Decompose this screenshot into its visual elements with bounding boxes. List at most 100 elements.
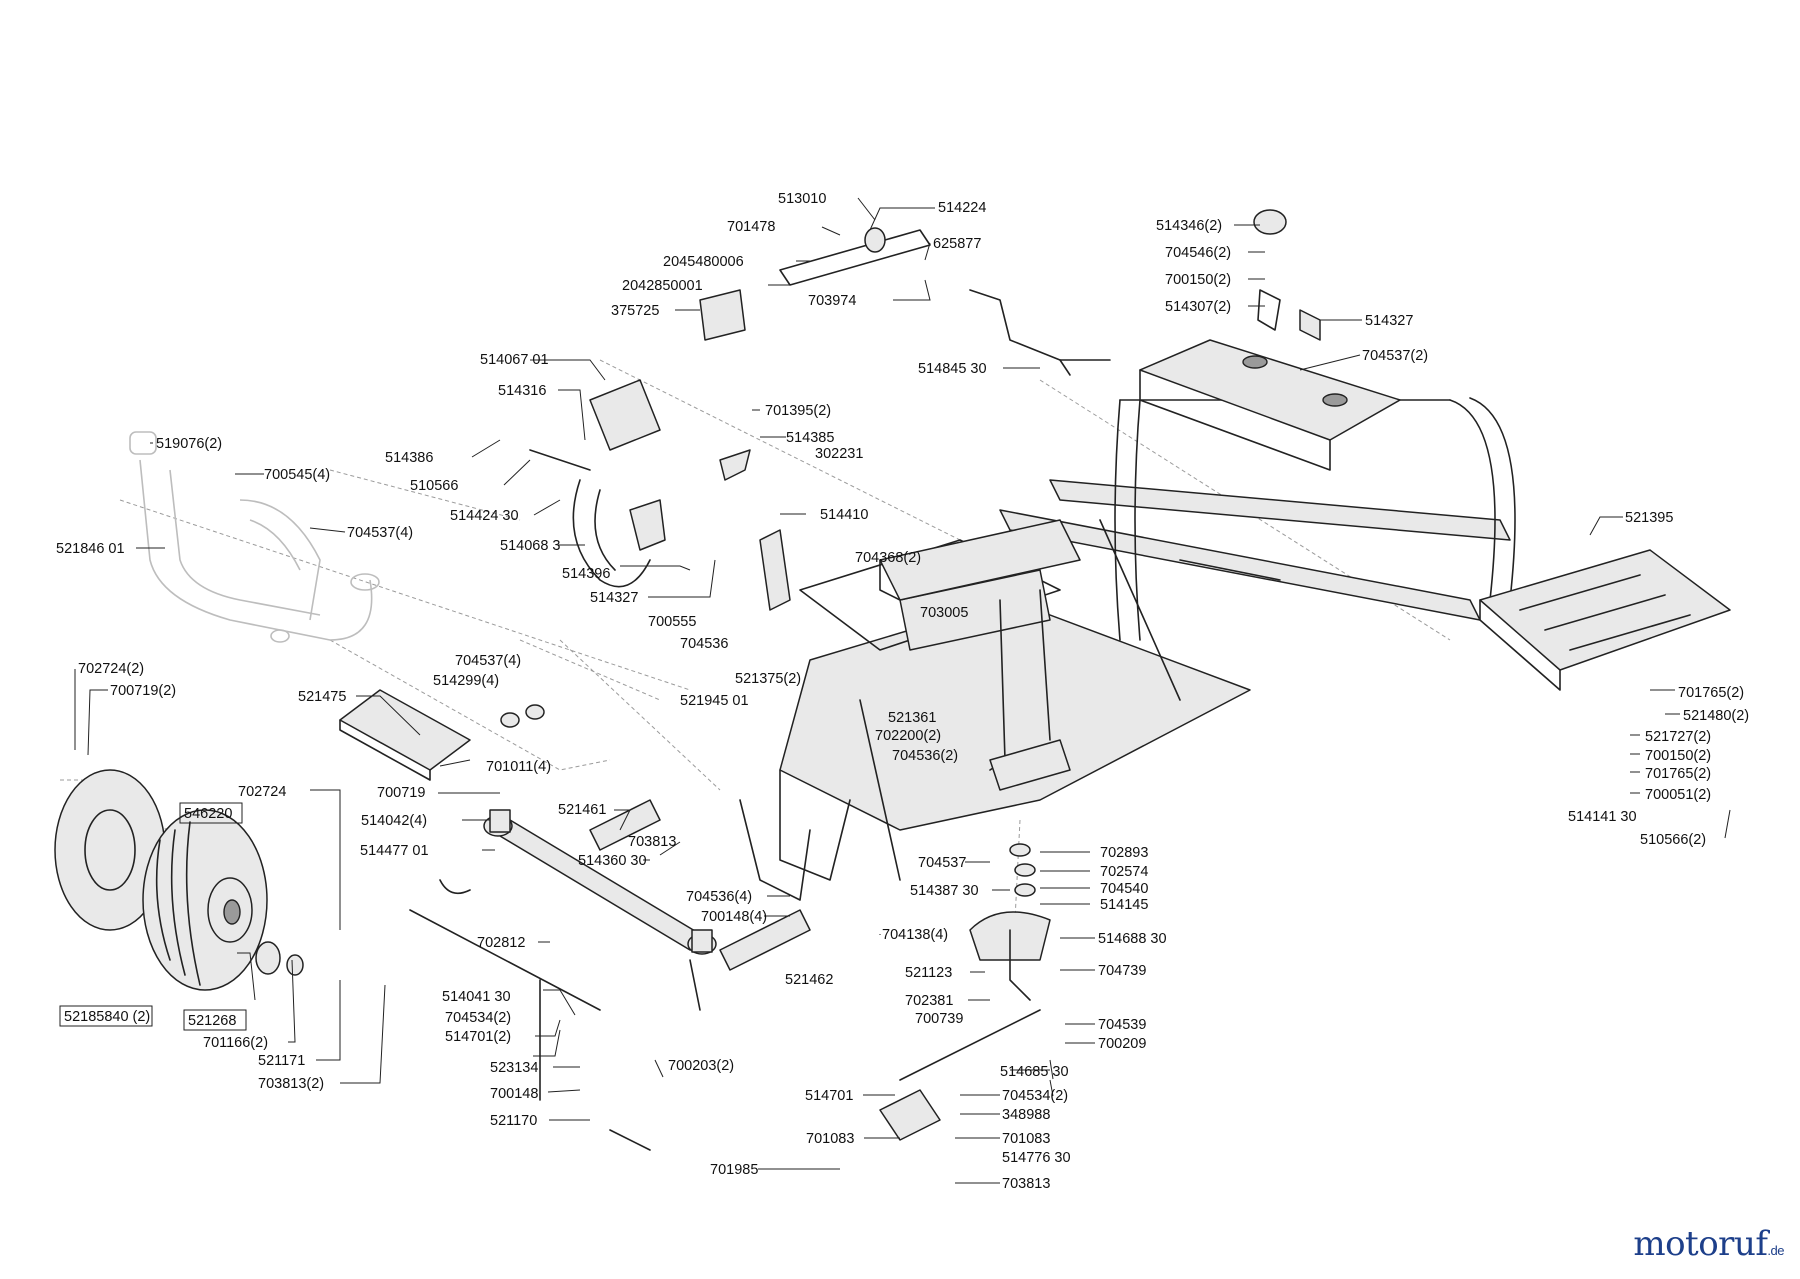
part-label: 703974 <box>808 293 856 309</box>
front-axle <box>439 809 717 1011</box>
part-label: 704534(2) <box>1002 1088 1068 1104</box>
part-label: 704138(4) <box>882 927 948 943</box>
part-label: 523134 <box>490 1060 538 1076</box>
part-label: 521480(2) <box>1683 708 1749 724</box>
part-label: 514141 30 <box>1568 809 1637 825</box>
part-label: 702724 <box>238 784 286 800</box>
brand-name: motoruf <box>1633 1224 1768 1264</box>
part-label: 519076(2) <box>156 436 222 452</box>
part-label: 700719(2) <box>110 683 176 699</box>
part-label: 704536(2) <box>892 748 958 764</box>
part-label: 702200(2) <box>875 728 941 744</box>
part-label: 704537 <box>918 855 966 871</box>
part-label: 701166(2) <box>203 1035 268 1051</box>
part-label: 521462 <box>785 972 833 988</box>
part-label: 701011(4) <box>486 759 551 775</box>
part-label: 521461 <box>558 802 606 818</box>
part-label: 700203(2) <box>668 1058 734 1074</box>
box-546220 <box>179 802 243 824</box>
leader-lines <box>74 197 1731 1184</box>
part-label: 521170 <box>490 1113 537 1129</box>
part-label: 521375(2) <box>735 671 801 687</box>
part-label: 514845 30 <box>918 361 987 377</box>
part-label: 704546(2) <box>1165 245 1231 261</box>
part-label: 514685 30 <box>1000 1064 1069 1080</box>
part-label: 521945 01 <box>680 693 749 709</box>
footrest-brackets <box>339 689 811 971</box>
part-label: 514327 <box>1365 313 1413 329</box>
part-label: 514688 30 <box>1098 931 1167 947</box>
part-label: 514396 <box>562 566 610 582</box>
part-label: 700719 <box>377 785 425 801</box>
part-label: 701765(2) <box>1645 766 1711 782</box>
part-label: 2045480006 <box>663 254 744 270</box>
box-521268 <box>183 1009 247 1031</box>
assembly-guide-lines <box>59 359 1451 921</box>
part-label: 514386 <box>385 450 433 466</box>
part-label: 700051(2) <box>1645 787 1711 803</box>
boxed-part-label: 546220 <box>184 806 232 822</box>
part-label: 514316 <box>498 383 546 399</box>
part-label: 702812 <box>477 935 525 951</box>
part-label: 703813 <box>628 834 676 850</box>
part-label: 702724(2) <box>78 661 144 677</box>
part-label: 513010 <box>778 191 826 207</box>
box-52185840 <box>59 1005 153 1027</box>
part-label: 521475 <box>298 689 346 705</box>
part-label: 514042(4) <box>361 813 427 829</box>
part-label: 704540 <box>1100 881 1148 897</box>
part-label: 514477 01 <box>360 843 429 859</box>
part-label: 702893 <box>1100 845 1148 861</box>
part-label: 514327 <box>590 590 638 606</box>
part-label: 521171 <box>258 1053 305 1069</box>
part-label: 702381 <box>905 993 953 1009</box>
part-label: 514299(4) <box>433 673 499 689</box>
part-label: 521846 01 <box>56 541 125 557</box>
part-label: 514424 30 <box>450 508 519 524</box>
part-label: 521123 <box>905 965 952 981</box>
part-label: 514385 <box>786 430 834 446</box>
part-label: 510566(2) <box>1640 832 1706 848</box>
part-label: 514776 30 <box>1002 1150 1071 1166</box>
part-label: 510566 <box>410 478 458 494</box>
part-label: 514346(2) <box>1156 218 1222 234</box>
part-labels: 513010 514224 701478 625877 2045480006 2… <box>56 191 1749 1192</box>
part-label: 704536(4) <box>686 889 752 905</box>
part-label: 701985 <box>710 1162 758 1178</box>
part-label: 700739 <box>915 1011 963 1027</box>
part-label: 702574 <box>1100 864 1148 880</box>
front-wheel <box>54 769 304 991</box>
boxed-part-label: 521268 <box>188 1013 236 1029</box>
steering-assembly <box>879 739 1071 1141</box>
part-label: 700148(4) <box>701 909 767 925</box>
part-label: 704739 <box>1098 963 1146 979</box>
lift-lever-assembly <box>699 209 1321 376</box>
brand-tld: .de <box>1767 1243 1784 1258</box>
part-label: 700150(2) <box>1645 748 1711 764</box>
part-label: 514701 <box>805 1088 853 1104</box>
part-label: 700150(2) <box>1165 272 1231 288</box>
part-label: 704368(2) <box>855 550 921 566</box>
part-label: 704536 <box>680 636 728 652</box>
part-label: 348988 <box>1002 1107 1050 1123</box>
part-label: 521395 <box>1625 510 1673 526</box>
boxed-part-label: 52185840 (2) <box>64 1009 150 1025</box>
part-label: 700545(4) <box>264 467 330 483</box>
part-label: 514307(2) <box>1165 299 1231 315</box>
part-label: 514068 3 <box>500 538 560 554</box>
part-label: 700555 <box>648 614 696 630</box>
part-label: 703813(2) <box>258 1076 324 1092</box>
tie-rods <box>409 909 651 1151</box>
part-label: 521727(2) <box>1645 729 1711 745</box>
part-label: 302231 <box>815 446 863 462</box>
part-label: 514067 01 <box>480 352 549 368</box>
part-label: 521361 <box>888 710 936 726</box>
part-label: 704534(2) <box>445 1010 511 1026</box>
part-label: 703005 <box>920 605 968 621</box>
part-label: 514410 <box>820 507 868 523</box>
part-label: 703813 <box>1002 1176 1050 1192</box>
brake-pedal-assembly <box>529 379 791 611</box>
part-label: 704539 <box>1098 1017 1146 1033</box>
part-label: 704537(4) <box>347 525 413 541</box>
